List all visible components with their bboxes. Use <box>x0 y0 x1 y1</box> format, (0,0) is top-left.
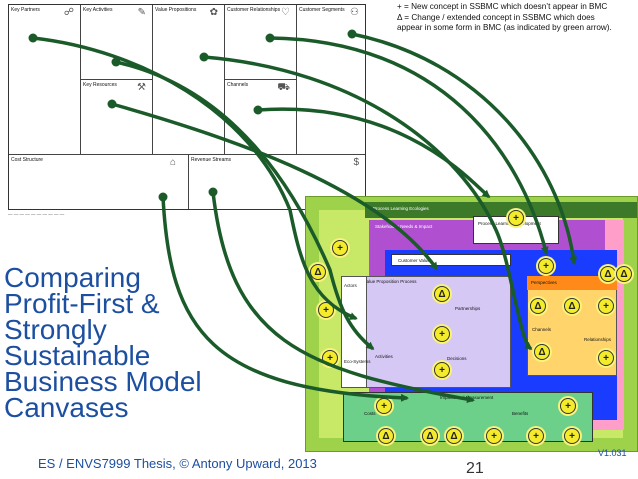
ssbmc-perspective: Perspectives <box>531 280 557 285</box>
gift-icon: ✿ <box>209 7 218 18</box>
arrow-origin-dot <box>347 29 357 39</box>
ssbmc-proposition-area: Value Proposition Process <box>341 276 511 388</box>
worker-icon: ⚒ <box>137 82 146 93</box>
ssbmc-value-band: Customer Value <box>391 254 511 266</box>
ssbmc-top-label: Process Learning Ecologies <box>373 206 429 211</box>
money-bag-icon: $ <box>353 157 359 168</box>
new-concept-badge: + <box>486 428 502 444</box>
bmc-key-resources-label: Key Resources <box>83 82 117 88</box>
title-line: Business Model <box>4 366 202 397</box>
ssbmc-costs: Costs <box>364 411 376 416</box>
title-line: Canvases <box>4 392 129 423</box>
title-line: Comparing <box>4 262 141 293</box>
changed-concept-badge: Δ <box>422 428 438 444</box>
bmc-revenue-streams: Revenue Streams $ <box>189 155 365 209</box>
heart-icon: ♡ <box>281 7 290 18</box>
new-concept-badge: + <box>508 210 524 226</box>
ssbmc-benefits: Benefits <box>512 411 529 416</box>
slide-title: Comparing Profit-First & Strongly Sustai… <box>4 262 244 423</box>
changed-concept-badge: Δ <box>434 286 450 302</box>
arrow-customer-relationships <box>268 36 549 255</box>
ssbmc-perspective-band: Perspectives <box>527 276 617 290</box>
new-concept-badge: + <box>560 398 576 414</box>
bmc-channels-label: Channels <box>227 82 249 88</box>
legend-line-3: appear in some form in BMC (as indicated… <box>397 23 612 33</box>
changed-concept-badge: Δ <box>534 344 550 360</box>
ssbmc-stakeholders-label: Stakeholder Needs & Impact <box>375 224 433 229</box>
new-concept-badge: + <box>318 302 334 318</box>
bmc-customer-segments: Customer Segments ⚇ <box>297 5 365 155</box>
arrow-origin-dot <box>107 99 117 109</box>
changed-concept-badge: Δ <box>600 266 616 282</box>
arrow-key-partners <box>31 36 358 320</box>
page-number: 21 <box>466 460 484 477</box>
ssbmc-proposition-label: Value Proposition Process <box>364 279 417 284</box>
ssbmc-relationships: Relationships <box>584 337 612 342</box>
title-line: Profit-First & <box>4 288 160 319</box>
changed-concept-badge: Δ <box>378 428 394 444</box>
truck-icon: ⛟ <box>277 82 290 93</box>
activity-icon: ✎ <box>137 7 146 18</box>
title-line: Sustainable <box>4 340 151 371</box>
bmc-value-propositions-label: Value Propositions <box>155 7 197 13</box>
bmc-footnote: — — — — — — — — — — <box>8 212 65 217</box>
bmc-value-propositions: Value Propositions ✿ <box>153 5 225 155</box>
bmc-key-activities-label: Key Activities <box>83 7 113 13</box>
changed-concept-badge: Δ <box>564 298 580 314</box>
arrow-origin-dot <box>253 105 263 115</box>
changed-concept-badge: Δ <box>616 266 632 282</box>
ssbmc-partners: Partnerships <box>455 306 481 311</box>
version-label: V1.031 <box>598 448 627 458</box>
changed-concept-badge: Δ <box>446 428 462 444</box>
arrow-origin-dot <box>265 33 275 43</box>
price-tag-icon: ⌂ <box>169 157 176 168</box>
arrow-value-propositions <box>202 55 533 350</box>
bmc-customer-relationships-label: Customer Relationships <box>227 7 281 13</box>
arrow-origin-dot <box>199 52 209 62</box>
new-concept-badge: + <box>434 362 450 378</box>
new-concept-badge: + <box>598 298 614 314</box>
ssbmc-top-band: Process Learning Ecologies <box>365 202 637 218</box>
ssbmc-value-label: Customer Value <box>398 258 430 263</box>
new-concept-badge: + <box>538 258 554 274</box>
arrow-origin-dot <box>208 187 218 197</box>
bmc-key-partners: Key Partners ☍ <box>9 5 81 155</box>
bmc-customer-segments-label: Customer Segments <box>299 7 345 13</box>
arrow-key-resources <box>110 102 438 271</box>
ssbmc-decisions: Decisions <box>447 356 467 361</box>
legend-line-1: + = New concept in SSBMC which doesn’t a… <box>397 2 608 11</box>
changed-concept-badge: Δ <box>530 298 546 314</box>
new-concept-badge: + <box>598 350 614 366</box>
ssbmc-channels: Channels <box>532 327 552 332</box>
bmc-cost-structure-label: Cost Structure <box>11 157 43 163</box>
ssbmc-activities: Activities <box>375 354 393 359</box>
legend: + = New concept in SSBMC which doesn’t a… <box>397 2 637 34</box>
legend-line-2: Δ = Change / extended concept in SSBMC w… <box>397 12 595 22</box>
arrow-origin-dot <box>111 57 121 67</box>
new-concept-badge: + <box>434 326 450 342</box>
footer-credit: ES / ENVS7999 Thesis, © Antony Upward, 2… <box>38 456 317 471</box>
people-icon: ⚇ <box>350 7 359 18</box>
ssbmc-eco-systems: Eco-Systems <box>344 359 371 364</box>
changed-concept-badge: Δ <box>310 264 326 280</box>
bmc-customer-relationships: Customer Relationships ♡ <box>225 5 297 80</box>
new-concept-badge: + <box>564 428 580 444</box>
arrow-origin-dot <box>28 33 38 43</box>
bmc-key-partners-label: Key Partners <box>11 7 40 13</box>
arrow-customer-segments <box>350 32 578 265</box>
arrow-channels <box>256 107 491 198</box>
bmc-cost-structure: Cost Structure ⌂ <box>9 155 189 209</box>
arrow-revenue-streams <box>211 190 475 404</box>
arrow-origin-dot <box>158 192 168 202</box>
new-concept-badge: + <box>528 428 544 444</box>
bmc-revenue-streams-label: Revenue Streams <box>191 157 232 163</box>
arrow-key-activities <box>114 60 375 350</box>
title-line: Strongly <box>4 314 107 345</box>
arrow-cost-structure <box>161 195 409 402</box>
handshake-icon: ☍ <box>63 7 74 18</box>
new-concept-badge: + <box>332 240 348 256</box>
bmc-key-activities: Key Activities ✎ <box>81 5 153 80</box>
ssbmc-actors: Actors <box>344 283 357 288</box>
